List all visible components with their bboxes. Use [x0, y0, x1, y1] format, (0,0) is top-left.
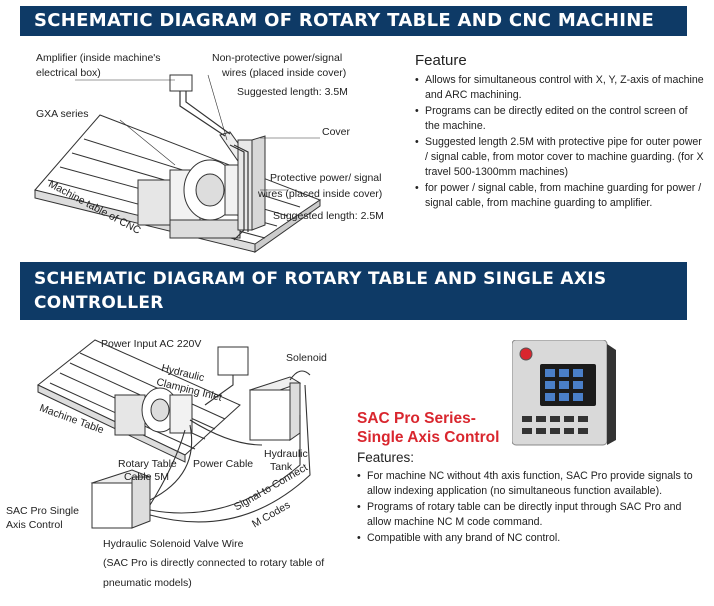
protective-label-line2: wires (placed inside cover): [258, 188, 383, 200]
sac-feature-item: For machine NC without 4th axis function…: [357, 469, 697, 500]
amplifier-label-line2: electrical box): [36, 67, 101, 79]
feature-title: Feature: [415, 52, 467, 69]
nonprotective-label-line2: wires (placed inside cover): [222, 67, 347, 79]
suggested-length-2: Suggested length: 2.5M: [273, 210, 384, 222]
section2-title-line1: SCHEMATIC DIAGRAM OF ROTARY TABLE AND SI…: [34, 269, 607, 289]
feature-item: for power / signal cable, from machine g…: [415, 181, 705, 212]
hydraulic-tank-label-line2: Tank: [270, 461, 293, 473]
power-cable-label: Power Cable: [193, 458, 254, 470]
gxa-series-label: GXA series: [36, 108, 89, 120]
rotary-cable-label-line2: Cable 5M: [124, 471, 169, 483]
sac-feature-item: Programs of rotary table can be directly…: [357, 500, 697, 531]
section2-banner: SCHEMATIC DIAGRAM OF ROTARY TABLE AND SI…: [20, 262, 687, 320]
suggested-length-1: Suggested length: 3.5M: [237, 86, 348, 98]
cover-label: Cover: [322, 126, 351, 138]
features-title: Features:: [357, 450, 415, 465]
feature-item: Allows for simultaneous control with X, …: [415, 73, 705, 104]
sac-feature-list: For machine NC without 4th axis function…: [357, 469, 697, 546]
cnc-machine-diagram: [34, 74, 321, 253]
sac-pro-title-line1: SAC Pro Series-: [357, 410, 476, 427]
single-axis-diagram: [37, 339, 311, 529]
feature-item: Suggested length 2.5M with protective pi…: [415, 135, 705, 181]
nonprotective-label-line1: Non-protective power/signal: [212, 52, 343, 64]
sac-pro-label-line2: Axis Control: [6, 519, 63, 531]
sac-pro-controller-image: [512, 340, 616, 446]
amplifier-label-line1: Amplifier (inside machine's: [36, 52, 161, 64]
note-line1: (SAC Pro is directly connected to rotary…: [103, 557, 325, 569]
rotary-cable-label-line1: Rotary Table: [118, 458, 177, 470]
valve-wire-label: Hydraulic Solenoid Valve Wire: [103, 538, 244, 550]
feature-item: Programs can be directly edited on the c…: [415, 104, 705, 135]
solenoid-label: Solenoid: [286, 352, 327, 364]
section1-title: SCHEMATIC DIAGRAM OF ROTARY TABLE AND CN…: [34, 10, 655, 31]
hydraulic-tank-label-line1: Hydraulic: [264, 448, 308, 460]
power-input-label: Power Input AC 220V: [101, 338, 202, 350]
sac-pro-label-line1: SAC Pro Single: [6, 505, 79, 517]
sac-pro-title: SAC Pro Series- Single Axis Control: [357, 409, 499, 447]
sac-feature-item: Compatible with any brand of NC control.: [357, 531, 697, 547]
protective-label-line1: Protective power/ signal: [270, 172, 382, 184]
feature-list: Allows for simultaneous control with X, …: [415, 73, 705, 212]
section1-banner: SCHEMATIC DIAGRAM OF ROTARY TABLE AND CN…: [20, 6, 687, 36]
note-line2: pneumatic models): [103, 577, 192, 589]
section2-title-line2: CONTROLLER: [34, 293, 164, 313]
sac-pro-title-line2: Single Axis Control: [357, 429, 500, 446]
